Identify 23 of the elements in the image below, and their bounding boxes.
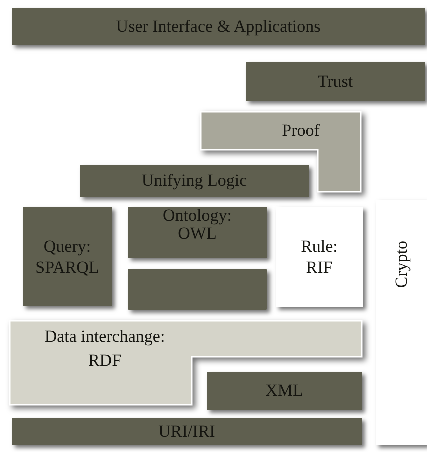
layer-label: Query: SPARQL: [34, 236, 100, 278]
layer-label: User Interface & Applications: [116, 16, 321, 38]
layer-bar: [80, 165, 309, 197]
layer-label: Trust: [318, 70, 354, 93]
layer-bar: [12, 418, 362, 445]
layer-label: URI/IRI: [158, 420, 216, 443]
layer-block: [128, 207, 267, 258]
l-shaped-layer: [10, 321, 362, 405]
layer-block: [128, 269, 267, 310]
layer-block: [23, 207, 112, 306]
layer-label: Crypto: [390, 241, 412, 289]
l-shaped-layer: [201, 112, 361, 192]
layer-label: Proof: [282, 120, 320, 142]
layer-label: Ontology: OWL: [162, 207, 233, 243]
layer-label: Rule: RIF: [300, 236, 339, 278]
layer-column: [376, 200, 427, 445]
layer-label: Data interchange: RDF: [44, 326, 166, 372]
layer-bar: [246, 62, 425, 101]
layer-block: [276, 207, 363, 307]
layer-bar: [12, 8, 425, 45]
layer-bar: [207, 372, 362, 410]
layer-label: XML: [266, 380, 304, 402]
layer-label: Unifying Logic: [142, 170, 248, 192]
